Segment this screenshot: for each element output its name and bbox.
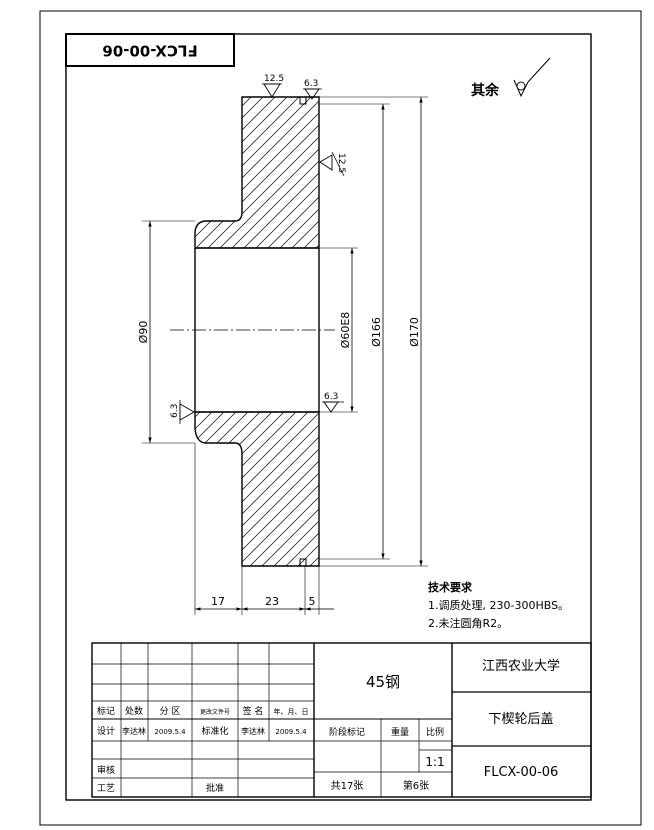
title-block (91, 642, 592, 798)
svg-text:更改文件号: 更改文件号 (200, 708, 230, 716)
svg-text:技术要求: 技术要求 (428, 580, 473, 594)
svg-text:6.3: 6.3 (324, 392, 338, 402)
svg-text:李达林: 李达林 (241, 726, 265, 736)
outer-border (39, 10, 642, 826)
part-section (170, 96, 335, 567)
part-name: 下楔轮后盖 (488, 712, 553, 727)
svg-text:标记: 标记 (97, 705, 115, 717)
roughness-top-left: 12.5 (262, 74, 284, 98)
tech-requirements: 技术要求 1.调质处理, 230-300HBS。 2.未注圆角R2。 (428, 580, 569, 630)
svg-text:设计: 设计 (97, 725, 115, 737)
svg-text:1:1: 1:1 (425, 755, 444, 769)
svg-text:Ø170: Ø170 (408, 317, 421, 347)
dim-lengths: 17 23 5 (194, 443, 334, 615)
svg-text:Ø60E8: Ø60E8 (339, 312, 352, 349)
university: 江西农业大学 (482, 658, 560, 674)
roughness-bore: 6.3 (322, 392, 344, 413)
surface-rest-label: 其余 (471, 82, 500, 99)
svg-text:重量: 重量 (391, 726, 409, 738)
surface-rest-symbol (513, 57, 551, 98)
svg-text:第6张: 第6张 (403, 779, 429, 792)
roughness-left-bore: 6.3 (170, 400, 195, 424)
svg-text:阶段标记: 阶段标记 (329, 726, 365, 738)
material: 45钢 (366, 673, 400, 691)
code-box-text: FLCX-00-06 (102, 42, 197, 60)
svg-text:批准: 批准 (206, 782, 224, 794)
svg-text:Ø90: Ø90 (137, 321, 150, 344)
svg-text:17: 17 (211, 595, 225, 608)
dim-d90: Ø90 (137, 220, 195, 444)
svg-text:Ø166: Ø166 (370, 317, 383, 347)
roughness-top-right: 6.3 (303, 79, 322, 100)
title-block-text: 45钢 江西农业大学 下楔轮后盖 FLCX-00-06 阶段标记 重量 比例 1… (97, 658, 560, 794)
dim-d170: Ø170 (319, 96, 428, 567)
drawing-no: FLCX-00-06 (484, 765, 559, 780)
svg-text:1.调质处理, 230-300HBS。: 1.调质处理, 230-300HBS。 (428, 599, 569, 612)
svg-text:共17张: 共17张 (331, 780, 364, 792)
code-box (65, 33, 235, 67)
svg-text:5: 5 (309, 595, 316, 608)
dim-d60e8: Ø60E8 (319, 247, 358, 413)
svg-text:分 区: 分 区 (160, 706, 181, 717)
svg-text:李达林: 李达林 (122, 726, 146, 736)
svg-text:6.3: 6.3 (170, 404, 180, 418)
svg-text:审核: 审核 (97, 764, 115, 776)
svg-text:6.3: 6.3 (304, 79, 318, 89)
svg-text:比例: 比例 (426, 726, 444, 738)
svg-text:2009.5.4: 2009.5.4 (154, 728, 186, 736)
svg-text:2009.5.4: 2009.5.4 (275, 728, 307, 736)
dim-d166: Ø166 (319, 103, 390, 560)
svg-text:签 名: 签 名 (243, 705, 264, 717)
svg-text:处数: 处数 (125, 705, 143, 717)
svg-text:12.5: 12.5 (336, 153, 346, 173)
svg-text:2.未注圆角R2。: 2.未注圆角R2。 (428, 616, 508, 630)
svg-text:标准化: 标准化 (201, 725, 228, 737)
roughness-right-face: 12.5 (319, 151, 346, 177)
svg-text:23: 23 (265, 595, 279, 608)
svg-text:12.5: 12.5 (264, 74, 284, 84)
inner-frame (65, 33, 592, 801)
svg-text:年、月、日: 年、月、日 (274, 707, 309, 716)
svg-text:工艺: 工艺 (97, 783, 115, 794)
